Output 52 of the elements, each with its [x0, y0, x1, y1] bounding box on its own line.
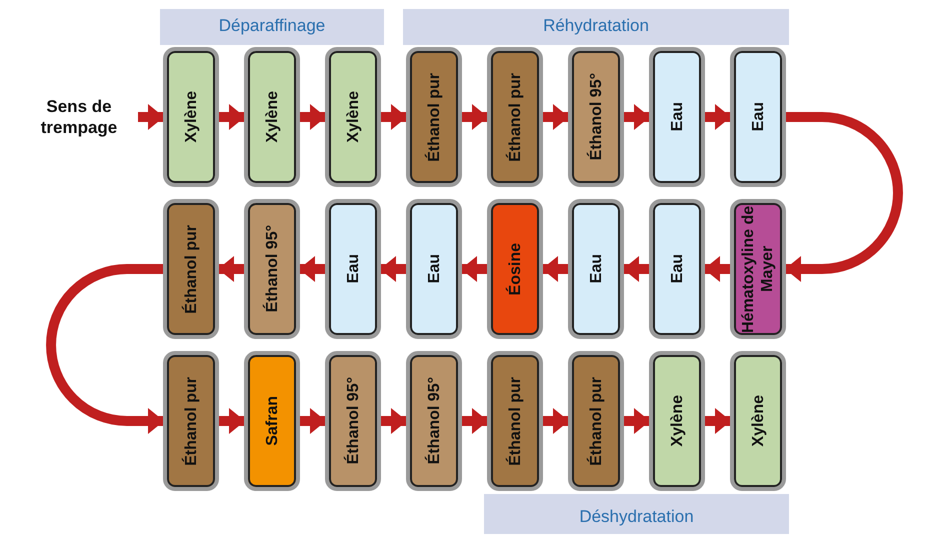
stage-band: Réhydratation: [403, 9, 789, 45]
bath-box: Hématoxyline de Mayer: [730, 199, 786, 339]
bath-box: Éthanol 95°: [568, 47, 624, 187]
arrow: [705, 408, 731, 434]
direction-label: Sens de trempage: [20, 96, 138, 140]
bath-box: Eau: [568, 199, 624, 339]
bath-box: Éthanol 95°: [244, 199, 300, 339]
bath-box: Xylène: [730, 351, 786, 491]
arrow: [380, 256, 406, 282]
arrow: [461, 256, 487, 282]
arrow: [218, 256, 244, 282]
bath-box: Xylène: [325, 47, 381, 187]
arrow: [543, 408, 569, 434]
arrow: [624, 408, 650, 434]
bath-box: Eau: [406, 199, 462, 339]
arrow: [704, 256, 730, 282]
bath-box: Éthanol pur: [163, 199, 219, 339]
arrow: [381, 104, 407, 130]
arrow: [299, 256, 325, 282]
bath-box: Éosine: [487, 199, 543, 339]
bath-box: Éthanol pur: [487, 351, 543, 491]
arrow: [705, 104, 731, 130]
arrow: [46, 264, 164, 434]
arrow: [381, 408, 407, 434]
arrow: [785, 112, 903, 282]
bath-box: Eau: [649, 47, 705, 187]
arrow: [462, 408, 488, 434]
arrow: [219, 408, 245, 434]
bath-box: Safran: [244, 351, 300, 491]
bath-box: Eau: [730, 47, 786, 187]
arrow: [300, 408, 326, 434]
arrow: [300, 104, 326, 130]
bath-box: Éthanol pur: [163, 351, 219, 491]
arrow: [219, 104, 245, 130]
arrow: [543, 104, 569, 130]
bath-box: Éthanol pur: [568, 351, 624, 491]
bath-box: Xylène: [649, 351, 705, 491]
arrow: [462, 104, 488, 130]
arrow: [623, 256, 649, 282]
arrow: [138, 104, 164, 130]
bath-box: Éthanol 95°: [406, 351, 462, 491]
bath-box: Éthanol pur: [406, 47, 462, 187]
bath-box: Eau: [649, 199, 705, 339]
bath-box: Eau: [325, 199, 381, 339]
stage-band: Déshydratation: [484, 494, 789, 534]
arrow: [542, 256, 568, 282]
bath-box: Xylène: [163, 47, 219, 187]
bath-box: Xylène: [244, 47, 300, 187]
arrow: [624, 104, 650, 130]
bath-box: Éthanol 95°: [325, 351, 381, 491]
stage-band: Déparaffinage: [160, 9, 384, 45]
bath-box: Éthanol pur: [487, 47, 543, 187]
